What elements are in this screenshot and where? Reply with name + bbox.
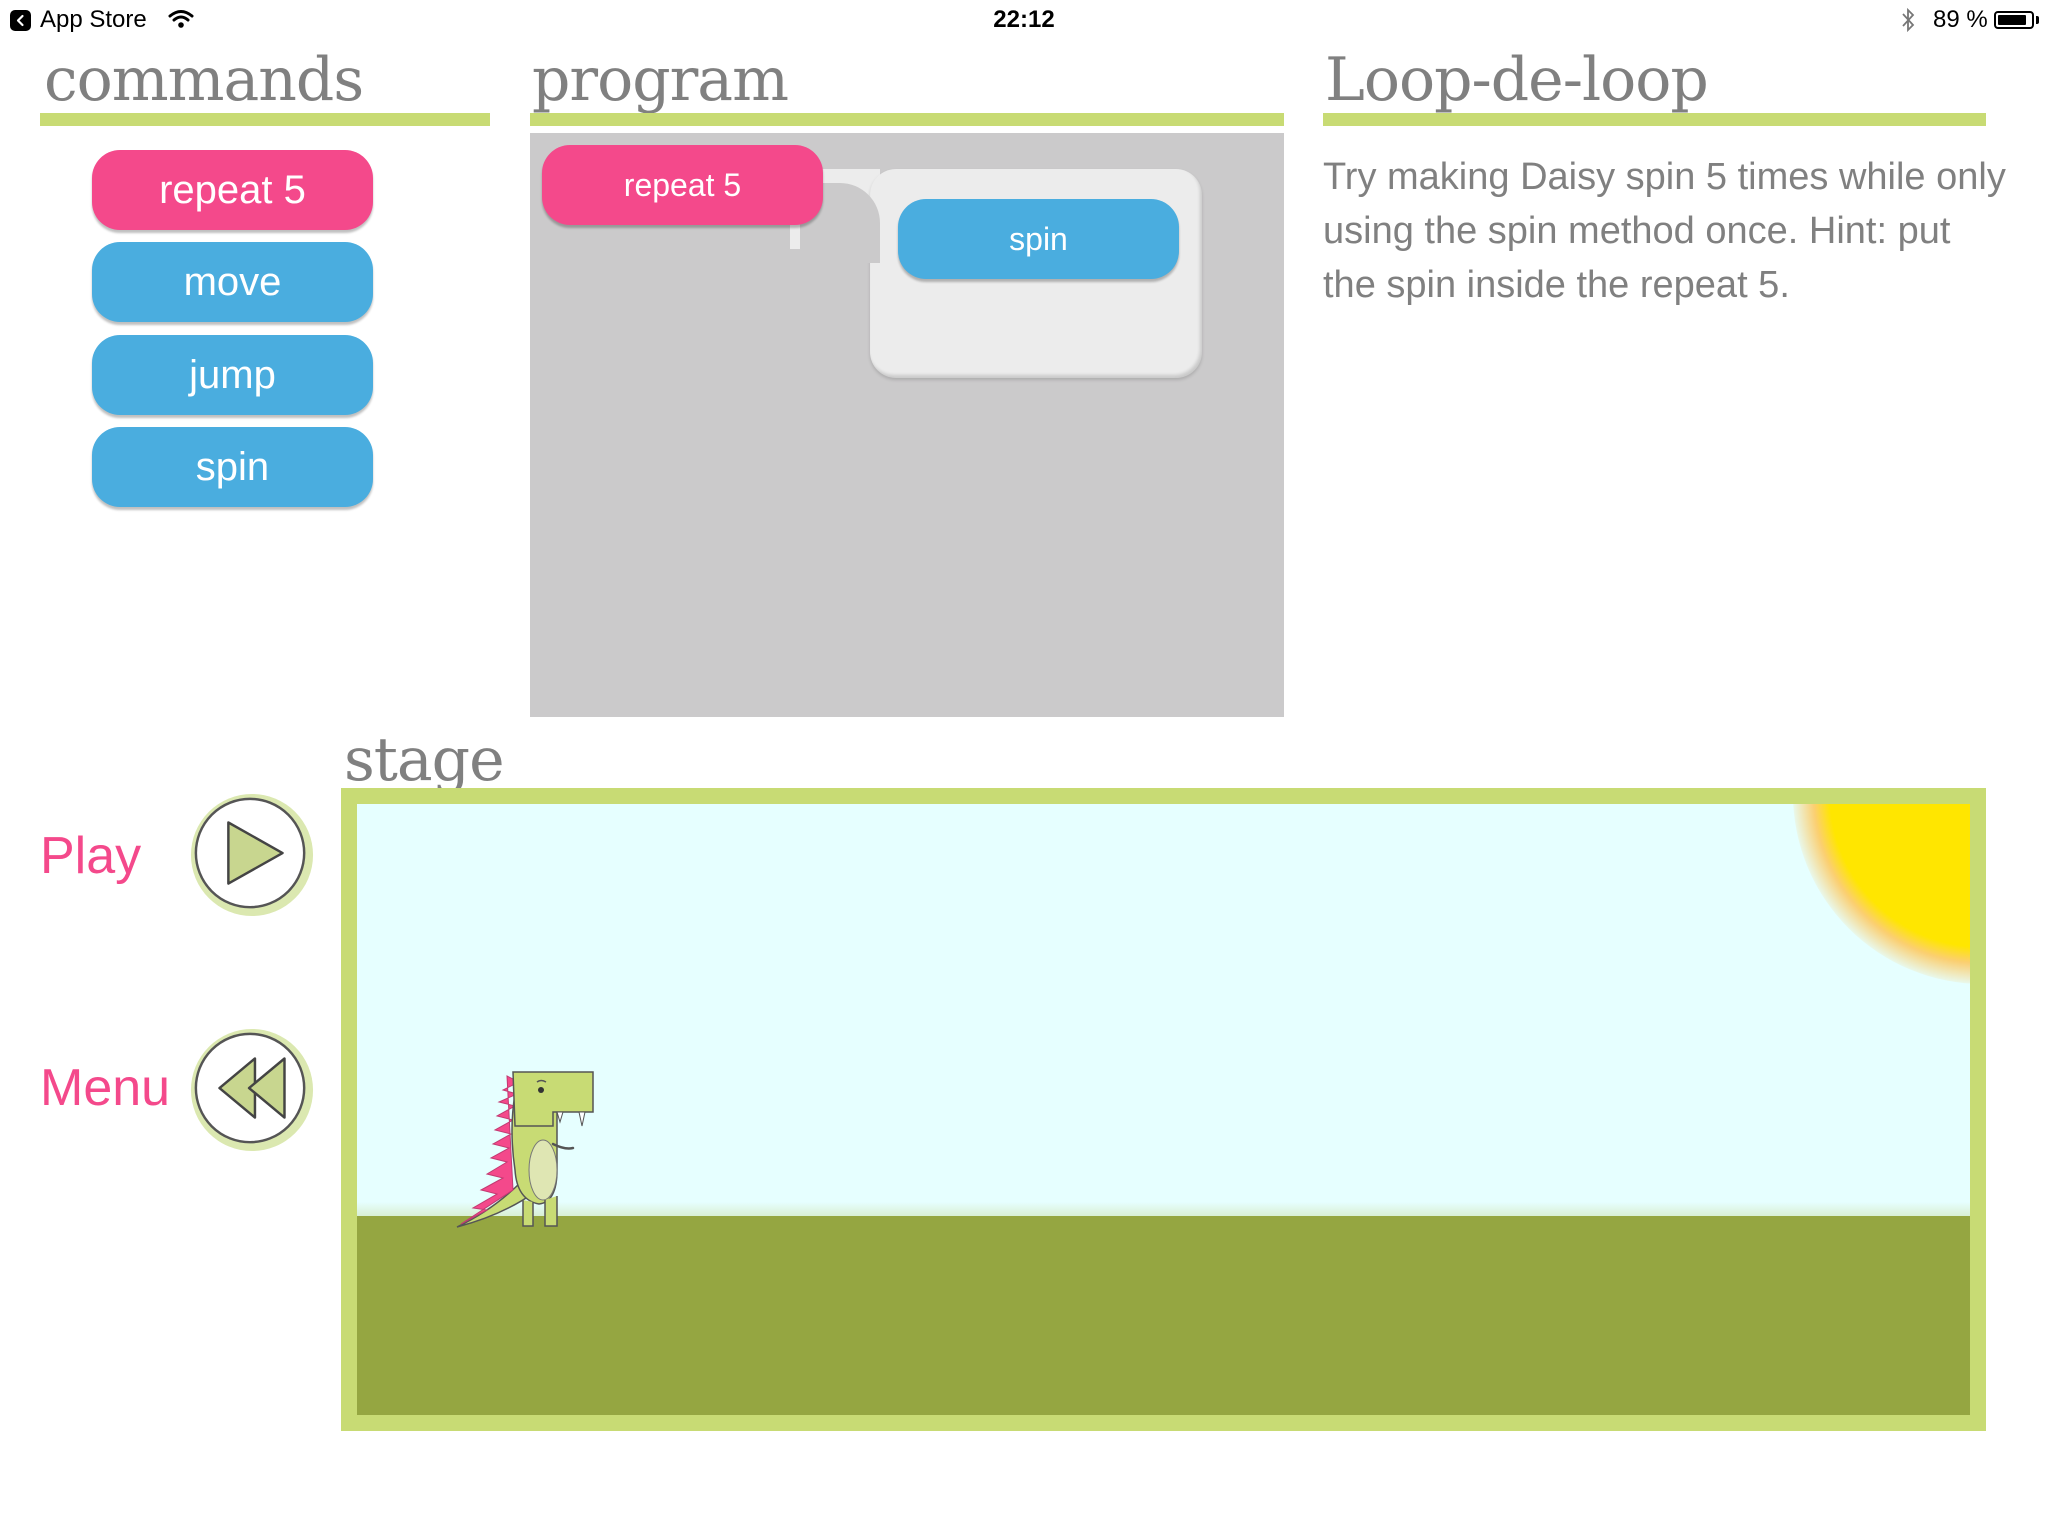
program-block-repeat-5[interactable]: repeat 5: [542, 145, 823, 225]
program-title: program: [532, 45, 789, 115]
rewind-icon: [218, 1057, 286, 1119]
back-to-app-icon[interactable]: [10, 10, 31, 31]
lesson-title: Loop-de-loop: [1325, 45, 1709, 115]
program-workspace[interactable]: repeat 5 spin: [530, 133, 1284, 717]
menu-label[interactable]: Menu: [40, 1059, 171, 1117]
commands-rule: [40, 113, 490, 126]
stage-frame: [341, 788, 1986, 1431]
status-bar: App Store 22:12 89 %: [0, 0, 2048, 40]
battery-percent: 89 %: [1933, 6, 1988, 33]
horizon: [357, 1202, 1970, 1218]
play-triangle-icon: [227, 821, 284, 885]
back-app-label[interactable]: App Store: [40, 6, 147, 33]
stage-title: stage: [344, 725, 505, 795]
commands-title: commands: [44, 45, 364, 115]
stage-canvas: [357, 804, 1970, 1415]
battery-tip: [2036, 16, 2039, 24]
lesson-rule: [1323, 113, 1986, 126]
battery-fill: [1998, 15, 2026, 25]
play-button[interactable]: [188, 791, 316, 919]
program-block-spin[interactable]: spin: [898, 199, 1179, 279]
sun: [1793, 804, 1970, 984]
menu-button[interactable]: [188, 1026, 316, 1154]
lesson-instructions: Try making Daisy spin 5 times while only…: [1323, 156, 2006, 306]
command-spin[interactable]: spin: [92, 427, 373, 507]
wifi-icon: [168, 10, 194, 28]
bluetooth-icon: [1902, 7, 1915, 33]
dinosaur-icon: [456, 1071, 594, 1228]
play-label[interactable]: Play: [40, 827, 142, 885]
command-jump[interactable]: jump: [92, 335, 373, 415]
status-time: 22:12: [993, 6, 1055, 33]
command-repeat-5[interactable]: repeat 5: [92, 150, 373, 230]
battery-icon: [1994, 11, 2034, 29]
program-rule: [530, 113, 1284, 126]
ground: [357, 1216, 1970, 1415]
command-move[interactable]: move: [92, 242, 373, 322]
